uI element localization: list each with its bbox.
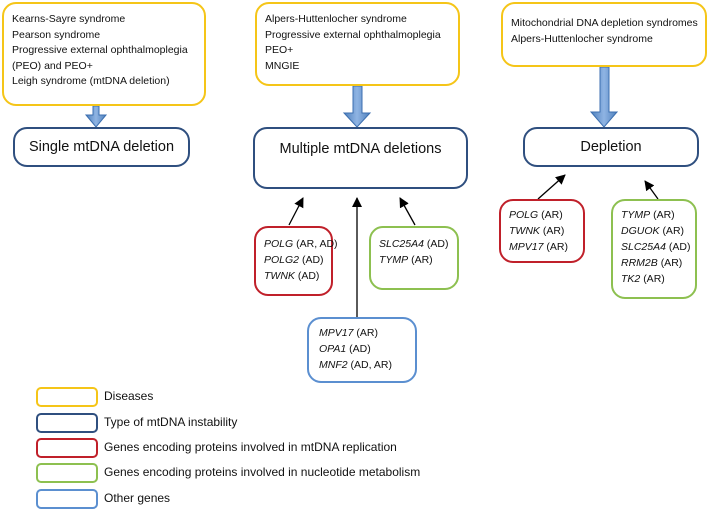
legend-label-diseases: Diseases xyxy=(104,389,154,403)
gene-row: TYMP (AR) xyxy=(379,252,449,268)
disease-box-left: Kearns-Sayre syndrome Pearson syndrome P… xyxy=(2,2,206,106)
gene-name: POLG xyxy=(509,209,539,221)
arrow-replication-to-depletion xyxy=(537,174,566,200)
disease-box-middle: Alpers-Huttenlocher syndrome Progressive… xyxy=(255,2,460,86)
gene-row: DGUOK (AR) xyxy=(621,223,687,239)
gene-name: TWNK xyxy=(264,270,295,282)
arrow-nucleotide-to-multiple xyxy=(399,197,416,226)
gene-name: SLC25A4 xyxy=(379,238,424,250)
instability-depletion-box: Depletion xyxy=(523,127,699,167)
block-arrow-multiple xyxy=(342,85,372,128)
gene-row: MNF2 (AD, AR) xyxy=(319,357,405,373)
gene-name: MPV17 xyxy=(319,327,354,339)
gene-name: TWNK xyxy=(509,225,540,237)
disease-item: Progressive external ophthalmoplegia xyxy=(265,28,441,41)
gene-name: MNF2 xyxy=(319,359,348,371)
gene-name: MPV17 xyxy=(509,241,544,253)
gene-inheritance: (AR) xyxy=(643,273,665,285)
gene-row: TYMP (AR) xyxy=(621,207,687,223)
disease-item: Leigh syndrome (mtDNA deletion) xyxy=(12,75,170,87)
gene-row: SLC25A4 (AD) xyxy=(379,236,449,252)
gene-row: POLG (AR) xyxy=(509,207,575,223)
disease-item: Progressive external ophthalmoplegia xyxy=(12,44,188,56)
legend-label-nucleotide: Genes encoding proteins involved in nucl… xyxy=(104,465,421,479)
disease-item: (PEO) and PEO+ xyxy=(12,59,93,72)
instability-single-label: Single mtDNA deletion xyxy=(28,139,175,155)
gene-inheritance: (AD) xyxy=(301,254,324,266)
gene-name: TYMP xyxy=(379,254,409,266)
gene-inheritance: (AD, AR) xyxy=(350,359,392,371)
disease-item: Pearson syndrome xyxy=(12,28,101,41)
gene-row: MPV17 (AR) xyxy=(319,325,405,341)
gene-row: TK2 (AR) xyxy=(621,271,687,287)
instability-single-box: Single mtDNA deletion xyxy=(13,127,190,167)
instability-multiple-label: Multiple mtDNA deletions xyxy=(279,141,442,157)
gene-row: TWNK (AR) xyxy=(509,223,575,239)
gene-name: SLC25A4 xyxy=(621,241,666,253)
gene-box-multiple-nucleotide: SLC25A4 (AD) TYMP (AR) xyxy=(369,226,459,290)
block-arrow-depletion xyxy=(589,66,619,128)
disease-item: MNGIE xyxy=(265,59,300,72)
gene-inheritance: (AR) xyxy=(662,225,685,237)
legend-label-replication: Genes encoding proteins involved in mtDN… xyxy=(104,440,397,454)
gene-row: RRM2B (AR) xyxy=(621,255,687,271)
gene-inheritance: (AD) xyxy=(349,343,371,355)
gene-row: POLG (AR, AD) xyxy=(264,236,338,252)
gene-row: OPA1 (AD) xyxy=(319,341,405,357)
gene-row: MPV17 (AR) xyxy=(509,239,575,255)
gene-box-depletion-nucleotide: TYMP (AR) DGUOK (AR) SLC25A4 (AD) RRM2B … xyxy=(611,199,697,299)
legend-swatch-diseases xyxy=(36,387,98,407)
disease-item: PEO+ xyxy=(265,44,294,56)
arrow-replication-to-multiple xyxy=(288,197,304,226)
disease-item: Kearns-Sayre syndrome xyxy=(12,13,126,25)
gene-name: DGUOK xyxy=(621,225,660,237)
gene-row: SLC25A4 (AD) xyxy=(621,239,690,255)
disease-item: Alpers-Huttenlocher syndrome xyxy=(265,13,407,25)
arrow-nucleotide-to-depletion xyxy=(644,180,659,200)
gene-inheritance: (AR) xyxy=(653,209,675,221)
gene-name: POLG2 xyxy=(264,254,300,266)
gene-inheritance: (AR) xyxy=(541,209,563,221)
gene-box-multiple-replication: POLG (AR, AD) POLG2 (AD) TWNK (AD) xyxy=(254,226,338,296)
disease-item: Alpers-Huttenlocher syndrome xyxy=(511,32,653,45)
instability-multiple-box: Multiple mtDNA deletions xyxy=(253,127,468,189)
gene-inheritance: (AR) xyxy=(411,254,433,266)
disease-box-right: Mitochondrial DNA depletion syndromes Al… xyxy=(501,2,707,67)
legend-swatch-instability xyxy=(36,413,98,433)
gene-row: TWNK (AD) xyxy=(264,268,323,284)
gene-row: POLG2 (AD) xyxy=(264,252,324,268)
disease-item: Mitochondrial DNA depletion syndromes xyxy=(511,17,698,29)
gene-inheritance: (AD) xyxy=(297,270,320,282)
gene-name: TYMP xyxy=(621,209,651,221)
gene-box-multiple-other: MPV17 (AR) OPA1 (AD) MNF2 (AD, AR) xyxy=(307,317,417,383)
legend-label-other: Other genes xyxy=(104,491,171,505)
gene-box-depletion-replication: POLG (AR) TWNK (AR) MPV17 (AR) xyxy=(499,199,585,263)
block-arrow-single xyxy=(84,105,108,128)
gene-name: TK2 xyxy=(621,273,641,285)
legend-swatch-nucleotide xyxy=(36,463,98,483)
gene-name: POLG xyxy=(264,238,294,250)
gene-inheritance: (AR) xyxy=(546,241,568,253)
gene-inheritance: (AR) xyxy=(356,327,378,339)
legend-label-instability: Type of mtDNA instability xyxy=(104,415,238,429)
gene-name: RRM2B xyxy=(621,257,658,269)
instability-depletion-label: Depletion xyxy=(580,139,642,155)
gene-inheritance: (AR) xyxy=(660,257,683,269)
gene-inheritance: (AR) xyxy=(542,225,565,237)
gene-inheritance: (AD) xyxy=(426,238,449,250)
gene-name: OPA1 xyxy=(319,343,347,355)
gene-inheritance: (AD) xyxy=(668,241,691,253)
legend-swatch-other xyxy=(36,489,98,509)
gene-inheritance: (AR, AD) xyxy=(296,238,338,250)
legend-swatch-replication xyxy=(36,438,98,458)
